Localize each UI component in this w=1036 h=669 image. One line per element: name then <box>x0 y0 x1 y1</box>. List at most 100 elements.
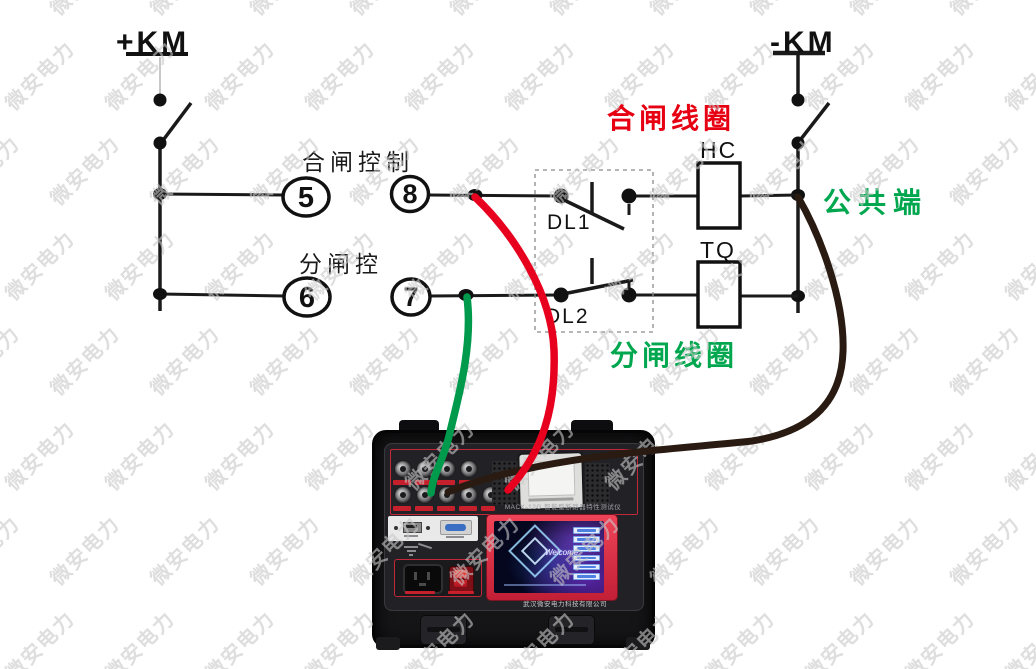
watermark-text: 微安电力 <box>543 0 626 21</box>
watermark-text: 微安电力 <box>246 512 325 591</box>
power-switch[interactable] <box>449 566 474 593</box>
serial-port[interactable] <box>440 520 472 535</box>
io-strip <box>388 516 478 541</box>
watermark-text: 微安电力 <box>1001 417 1036 496</box>
left-bus-group <box>158 57 286 311</box>
screen-menu-button[interactable] <box>573 536 600 543</box>
test-socket <box>416 460 434 478</box>
serial-port-label <box>446 536 464 538</box>
watermark-text: 微安电力 <box>746 512 825 591</box>
plus-km-label: +KM <box>116 26 190 59</box>
test-socket <box>394 486 412 504</box>
watermark-text: 微安电力 <box>501 607 580 669</box>
closing-coil-label: 合闸线圈 <box>607 103 736 134</box>
plus-km-underline <box>126 52 188 56</box>
watermark-text: 微安电力 <box>901 417 980 496</box>
right-bus-group <box>773 50 831 313</box>
terminal-5: 5 <box>297 182 315 214</box>
watermark-text: 微安电力 <box>301 37 380 116</box>
watermark-text: 微安电力 <box>146 512 225 591</box>
device-model-text: MACK-12G 智能型断路器特性测试仪 <box>504 504 622 511</box>
terminal-circles <box>281 174 432 318</box>
case-latch-left[interactable] <box>420 615 467 645</box>
test-socket <box>394 460 412 478</box>
serial-port-pins <box>445 524 466 531</box>
watermark-text: 微安电力 <box>743 0 826 21</box>
watermark-text: 微安电力 <box>443 0 526 21</box>
breaker-contacts-dashed-box <box>534 169 654 333</box>
tq-label: TQ <box>700 237 736 263</box>
opening-coil-label: 分闸线圈 <box>610 340 739 371</box>
watermark-text: 微安电力 <box>0 512 25 591</box>
company-text: 武汉微安电力科技有限公司 <box>523 601 607 608</box>
watermark-text: 微安电力 <box>501 227 580 306</box>
watermark-text: 微安电力 <box>846 132 925 211</box>
watermark-text: 微安电力 <box>143 0 226 21</box>
watermark-text: 微安电力 <box>346 322 425 401</box>
power-inlet-label <box>405 591 435 594</box>
watermark-text: 微安电力 <box>946 512 1025 591</box>
watermark-text: 微安电力 <box>101 37 180 116</box>
welcome-text: Welcome <box>545 548 579 557</box>
splash-logo-inner-icon <box>520 536 550 566</box>
socket-label-strip <box>437 480 455 485</box>
watermark-text: 微安电力 <box>246 132 325 211</box>
test-socket <box>460 460 478 478</box>
watermark-text: 微安电力 <box>1 37 80 116</box>
watermark-text: 微安电力 <box>0 0 25 21</box>
watermark-text: 微安电力 <box>43 0 126 21</box>
watermark-text: 微安电力 <box>101 417 180 496</box>
screen-menu-button[interactable] <box>573 545 600 552</box>
screen-menu-button[interactable] <box>573 573 600 580</box>
watermark-text: 微安电力 <box>301 607 380 669</box>
power-panel <box>394 559 482 597</box>
power-switch-label <box>448 591 474 594</box>
watermark-text: 微安电力 <box>746 322 825 401</box>
watermark-text: 微安电力 <box>646 512 725 591</box>
screen-menu-button[interactable] <box>573 563 600 571</box>
panel-red-pinstripe <box>390 449 638 515</box>
screen-menu-button[interactable] <box>573 554 600 562</box>
terminal-6: 6 <box>298 282 316 314</box>
ac-power-inlet[interactable] <box>403 564 443 594</box>
watermark-text: 微安电力 <box>301 227 380 306</box>
watermark-text: 微安电力 <box>843 0 926 21</box>
touchscreen[interactable]: Welcome <box>494 521 604 593</box>
watermark-text: 微安电力 <box>46 132 125 211</box>
watermark-text: 微安电力 <box>546 512 625 591</box>
screw-icon <box>394 526 398 530</box>
ground-icon <box>404 542 434 557</box>
watermark-text: 微安电力 <box>701 37 780 116</box>
watermark-text: 微安电力 <box>901 227 980 306</box>
splash-logo-icon <box>508 524 562 578</box>
usb-port[interactable] <box>403 522 422 533</box>
watermark-text: 微安电力 <box>201 37 280 116</box>
watermark-text: 微安电力 <box>801 37 880 116</box>
terminal-8: 8 <box>402 179 418 209</box>
hc-label: HC <box>700 137 738 163</box>
watermark-text: 微安电力 <box>146 322 225 401</box>
watermark-text: 微安电力 <box>901 37 980 116</box>
watermark-text: 微安电力 <box>746 132 825 211</box>
watermark-text: 微安电力 <box>1 607 80 669</box>
watermark-text: 微安电力 <box>701 227 780 306</box>
watermark-text: 微安电力 <box>901 607 980 669</box>
watermark-text: 微安电力 <box>801 607 880 669</box>
watermark-text: 微安电力 <box>946 322 1025 401</box>
watermark-text: 微安电力 <box>243 0 326 21</box>
usb-tongue <box>406 525 417 528</box>
watermark-text: 微安电力 <box>501 37 580 116</box>
right-bus-dots <box>791 93 805 302</box>
case-latch-right[interactable] <box>548 615 595 645</box>
watermark-text: 微安电力 <box>946 132 1025 211</box>
watermark-text: 微安电力 <box>546 132 625 211</box>
watermark-text: 微安电力 <box>1001 607 1036 669</box>
usb-icon <box>404 535 418 537</box>
screen-menu-button[interactable] <box>573 527 600 534</box>
closing-row-lines <box>427 182 799 231</box>
socket-label-strip <box>415 506 433 511</box>
case-hinge-left <box>399 420 439 436</box>
test-socket <box>482 486 500 504</box>
